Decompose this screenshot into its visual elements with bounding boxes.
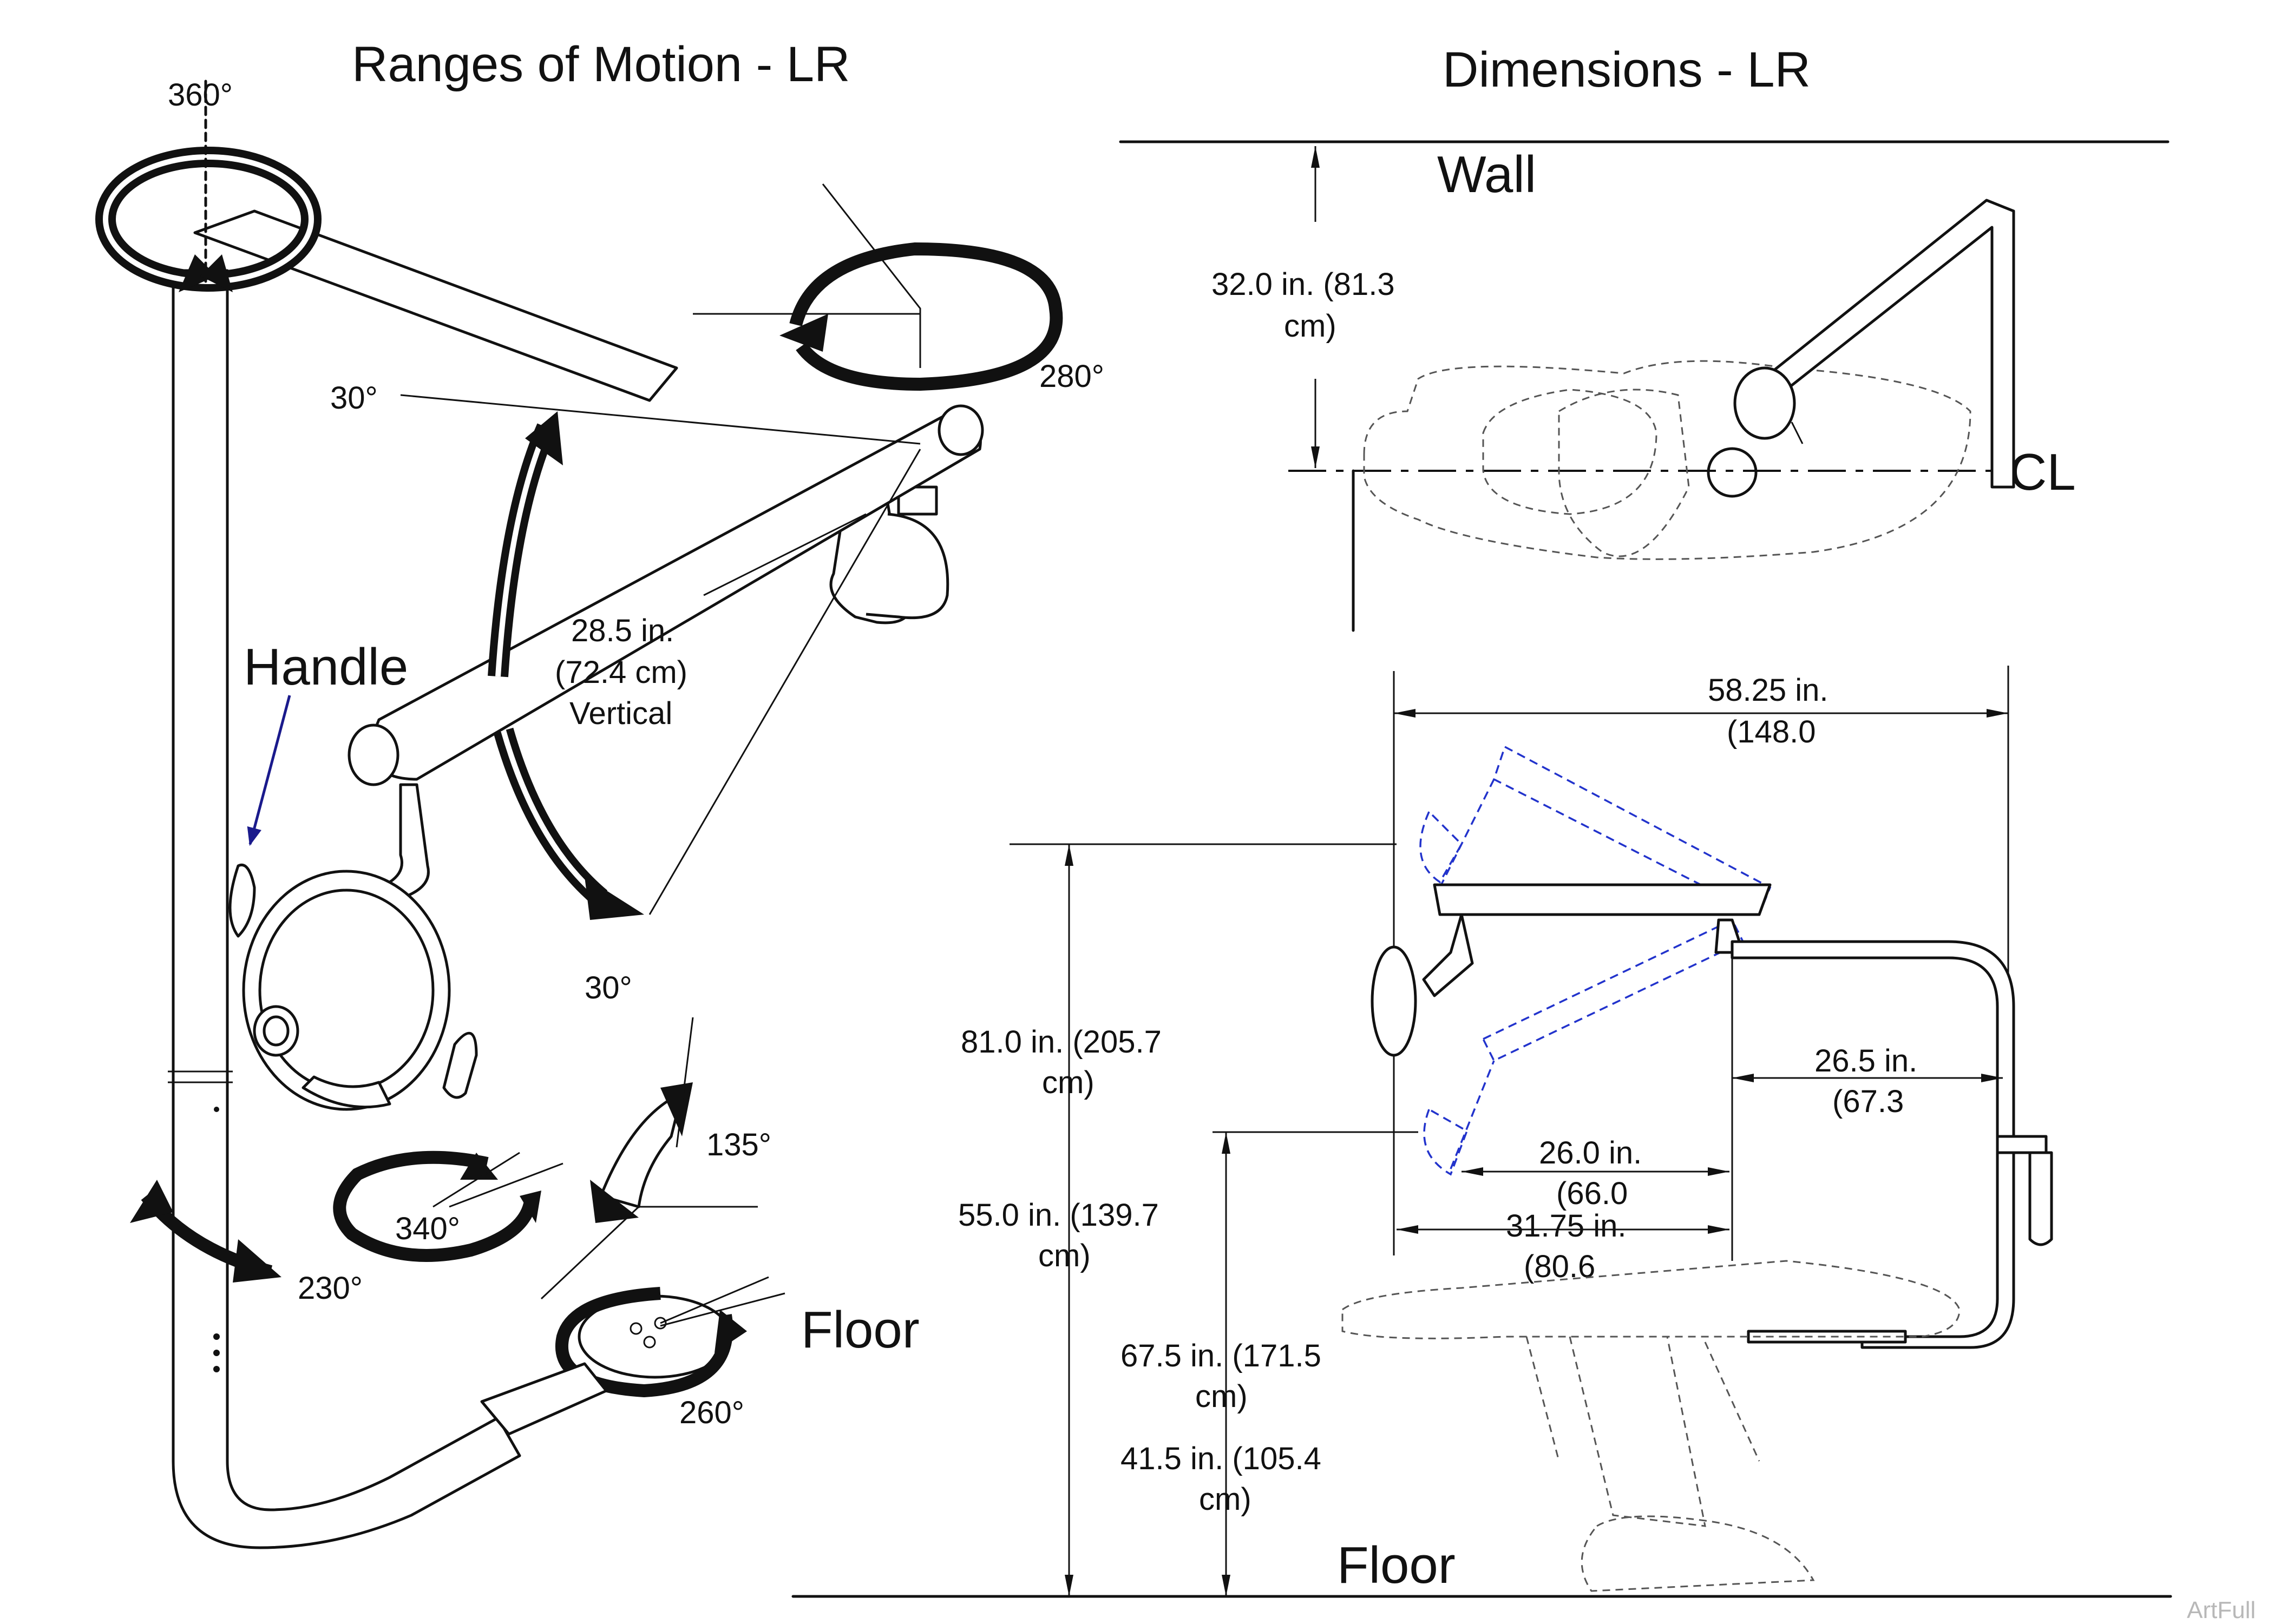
tilt-arrows: 30° 30° [330, 380, 921, 1005]
angle-arm-rotation: 280° [1039, 359, 1104, 394]
height-upper-line2: cm) [1042, 1065, 1095, 1100]
angle-tilt-down: 30° [585, 970, 632, 1005]
dimensions-title: Dimensions - LR [1443, 42, 1811, 97]
angle-tilt-up: 30° [330, 380, 378, 416]
credit-text: ArtFull [2187, 1597, 2256, 1623]
column-rotation-arrows: 230° [130, 1180, 363, 1306]
light-handle[interactable] [228, 864, 256, 938]
overall-width-line1: 58.25 in. [1708, 673, 1829, 708]
chair-low-line1: 41.5 in. (105.4 [1120, 1441, 1321, 1476]
mounting-column [168, 269, 521, 1549]
reach-mid-line1: 26.0 in. [1539, 1135, 1642, 1171]
height-lower-line2: cm) [1038, 1238, 1091, 1273]
dimensions-panel: Dimensions - LR Wall 32.0 in. (81.3 cm) … [791, 42, 2172, 1598]
top-rotation-ring: 360° [95, 77, 322, 292]
angle-head-tilt: 135° [706, 1127, 771, 1162]
rom-title: Ranges of Motion - LR [352, 37, 850, 92]
arm-length-metric: (72.4 cm) [555, 655, 687, 690]
angle-base-rotation: 260° [679, 1395, 744, 1430]
arm-rotation-ring: 280° [693, 183, 1104, 394]
top-view: Wall 32.0 in. (81.3 cm) CL [1119, 140, 2170, 632]
reach-side-line1: 26.5 in. [1814, 1043, 1917, 1079]
arm-length-label: 28.5 in. (72.4 cm) Vertical [555, 613, 687, 731]
wall-offset-line1: 32.0 in. (81.3 [1211, 267, 1395, 302]
reach-long-line2: (80.6 [1524, 1249, 1595, 1284]
reach-long-line1: 31.75 in. [1506, 1208, 1627, 1244]
arm-length-note: Vertical [569, 696, 672, 731]
reach-side-line2: (67.3 [1832, 1084, 1904, 1119]
angle-top-rotation: 360° [168, 77, 233, 113]
chair-high-line1: 67.5 in. (171.5 [1120, 1338, 1321, 1373]
pivot-elbow [829, 485, 949, 624]
upper-arm [193, 209, 678, 402]
arm-length-value: 28.5 in. [571, 613, 674, 648]
base-rotation-ring: 260° [480, 1276, 785, 1436]
light-arm [348, 404, 984, 786]
head-tilt-indicator: 135° [540, 1017, 771, 1300]
floor-label-right: Floor [1337, 1536, 1456, 1594]
overall-width-line2: (148.0 [1727, 714, 1816, 749]
handle-callout: Handle [244, 638, 408, 846]
centerline-label: CL [2009, 443, 2076, 501]
angle-column-rotation: 230° [298, 1271, 363, 1306]
handle-label: Handle [244, 638, 408, 696]
wall-offset-line2: cm) [1284, 308, 1336, 344]
chair-high-line2: cm) [1195, 1379, 1248, 1414]
wall-label: Wall [1437, 146, 1536, 203]
height-lower-line1: 55.0 in. (139.7 [958, 1198, 1159, 1233]
floor-label-left: Floor [801, 1301, 920, 1359]
range-of-motion-panel: Ranges of Motion - LR 360° [95, 37, 1104, 1549]
reach-mid-line2: (66.0 [1556, 1176, 1628, 1211]
head-rotation-ring: 340° [333, 1150, 563, 1262]
angle-head-rotation: 340° [395, 1211, 460, 1246]
chair-low-line2: cm) [1199, 1482, 1251, 1517]
side-view: 58.25 in. (148.0 26.5 in. (67.3 [791, 666, 2172, 1598]
light-head [228, 783, 478, 1111]
height-upper-line1: 81.0 in. (205.7 [961, 1024, 1162, 1060]
